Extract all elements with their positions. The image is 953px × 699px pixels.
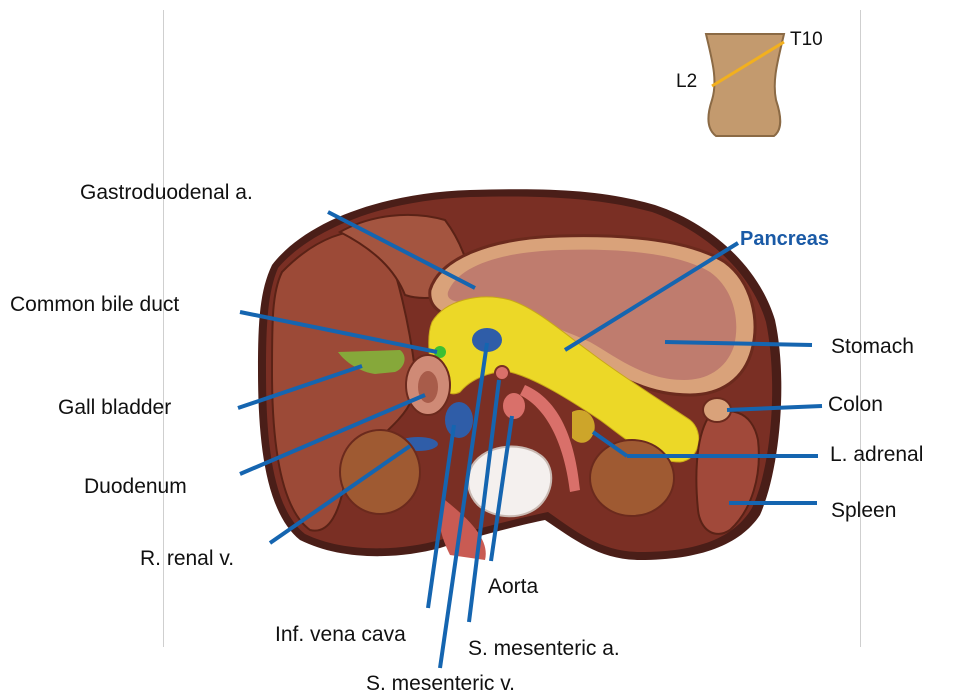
inset-lower-level: L2	[676, 72, 697, 91]
label-colon: Colon	[828, 394, 883, 415]
label-stomach: Stomach	[831, 336, 914, 357]
label-pancreas: Pancreas	[740, 229, 829, 249]
vertebra	[468, 447, 551, 517]
label-duodenum: Duodenum	[84, 476, 187, 497]
label-common-bile-duct: Common bile duct	[10, 294, 179, 315]
vertebral-level-inset	[706, 34, 784, 136]
sma	[495, 366, 509, 380]
label-s-mesenteric-v: S. mesenteric v.	[366, 673, 515, 694]
label-r-renal-v: R. renal v.	[140, 548, 234, 569]
label-l-adrenal: L. adrenal	[830, 444, 923, 465]
left-kidney	[590, 440, 674, 516]
colon	[703, 398, 731, 422]
label-s-mesenteric-a: S. mesenteric a.	[468, 638, 620, 659]
right-kidney	[340, 430, 420, 514]
label-spleen: Spleen	[831, 500, 896, 521]
label-aorta: Aorta	[488, 576, 538, 597]
label-gastroduodenal: Gastroduodenal a.	[80, 182, 253, 203]
inset-upper-level: T10	[790, 30, 823, 49]
ivc	[445, 402, 473, 438]
label-gall-bladder: Gall bladder	[58, 397, 171, 418]
label-inf-vena-cava: Inf. vena cava	[275, 624, 406, 645]
